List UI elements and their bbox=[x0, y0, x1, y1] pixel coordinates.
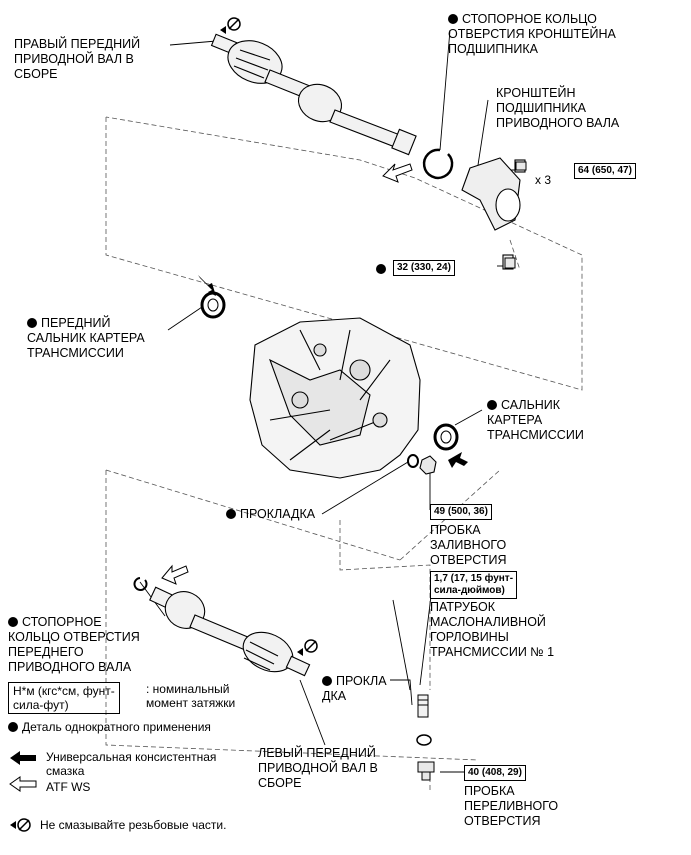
grease-arrow-icon bbox=[198, 275, 216, 296]
label-snap-ring-front: СТОПОРНОЕ КОЛЬЦО ОТВЕРСТИЯ ПЕРЕДНЕГО ПРИ… bbox=[8, 615, 140, 674]
label-snap-ring-bracket: СТОПОРНОЕ КОЛЬЦО ОТВЕРСТИЯ КРОНШТЕЙНА ПО… bbox=[448, 12, 616, 56]
torque-overflow-plug: 40 (408, 29) bbox=[464, 765, 526, 781]
no-grease-icon bbox=[297, 639, 318, 656]
label-right-drive-shaft: ПРАВЫЙ ПЕРЕДНИЙ ПРИВОДНОЙ ВАЛ В СБОРЕ bbox=[14, 37, 141, 81]
label-filler-tube: ПАТРУБОК МАСЛОНАЛИВНОЙ ГОРЛОВИНЫ ТРАНСМИ… bbox=[430, 600, 555, 659]
no-grease-legend-icon bbox=[10, 818, 31, 832]
label-front-oil-seal: ПЕРЕДНИЙ САЛЬНИК КАРТЕРА ТРАНСМИССИИ bbox=[27, 316, 145, 360]
bolt-shapes bbox=[504, 161, 527, 269]
oil-seal-shape bbox=[433, 423, 468, 468]
gasket-shape bbox=[407, 454, 419, 468]
grease-legend-icon bbox=[10, 751, 36, 765]
label-filler-plug: ПРОБКА ЗАЛИВНОГО ОТВЕРСТИЯ bbox=[430, 523, 507, 567]
front-oil-seal-shape bbox=[198, 275, 226, 319]
legend-grease: Универсальная консистентная смазка bbox=[46, 750, 217, 778]
left-drive-shaft bbox=[149, 586, 311, 677]
transmission-case bbox=[249, 317, 421, 479]
legend-torque-unit-desc: : номинальный момент затяжки bbox=[146, 682, 236, 710]
atf-legend-icon bbox=[9, 776, 37, 792]
label-left-drive-shaft: ЛЕВЫЙ ПЕРЕДНИЙ ПРИВОДНОЙ ВАЛ В СБОРЕ bbox=[258, 746, 378, 790]
label-times-three: x 3 bbox=[535, 173, 552, 187]
atf-arrow-icon bbox=[161, 564, 189, 585]
gasket-shape bbox=[416, 734, 432, 746]
legend-no-grease-threads: Не смазывайте резьбовые части. bbox=[40, 818, 227, 832]
right-drive-shaft bbox=[210, 33, 417, 156]
no-grease-icon bbox=[220, 17, 241, 34]
filler-plug-shape bbox=[419, 455, 437, 475]
torque-bracket-bolts: 64 (650, 47) bbox=[574, 163, 636, 179]
legend-non-reusable: Деталь однократного применения bbox=[8, 720, 211, 734]
atf-arrow-icon bbox=[382, 163, 413, 183]
grease-arrow-icon bbox=[448, 452, 468, 468]
label-gasket-2: ПРОКЛА ДКА bbox=[322, 674, 387, 703]
non-reusable-dot-icon bbox=[376, 264, 386, 274]
legend-icons bbox=[9, 751, 37, 832]
label-oil-seal: САЛЬНИК КАРТЕРА ТРАНСМИССИИ bbox=[487, 398, 584, 442]
snap-ring-bracket-shape bbox=[422, 148, 454, 180]
legend-atf: ATF WS bbox=[46, 780, 91, 794]
label-gasket: ПРОКЛАДКА bbox=[226, 507, 315, 522]
label-bearing-bracket: КРОНШТЕЙН ПОДШИПНИКА ПРИВОДНОГО ВАЛА bbox=[496, 86, 620, 130]
overflow-plug-shape bbox=[417, 761, 435, 781]
snap-ring-front-shape bbox=[133, 577, 148, 591]
legend-torque-unit-box: Н*м (кгс*см, фунт- сила-фут) bbox=[8, 682, 120, 714]
filler-tube-shape bbox=[417, 694, 429, 718]
bearing-bracket-shape bbox=[461, 157, 526, 270]
label-overflow-plug: ПРОБКА ПЕРЕЛИВНОГО ОТВЕРСТИЯ bbox=[464, 784, 559, 828]
torque-filler-tube: 1,7 (17, 15 фунт- сила-дюймов) bbox=[430, 571, 518, 599]
torque-bracket-lower-bolt: 32 (330, 24) bbox=[393, 260, 455, 276]
torque-filler-plug: 49 (500, 36) bbox=[430, 504, 492, 520]
